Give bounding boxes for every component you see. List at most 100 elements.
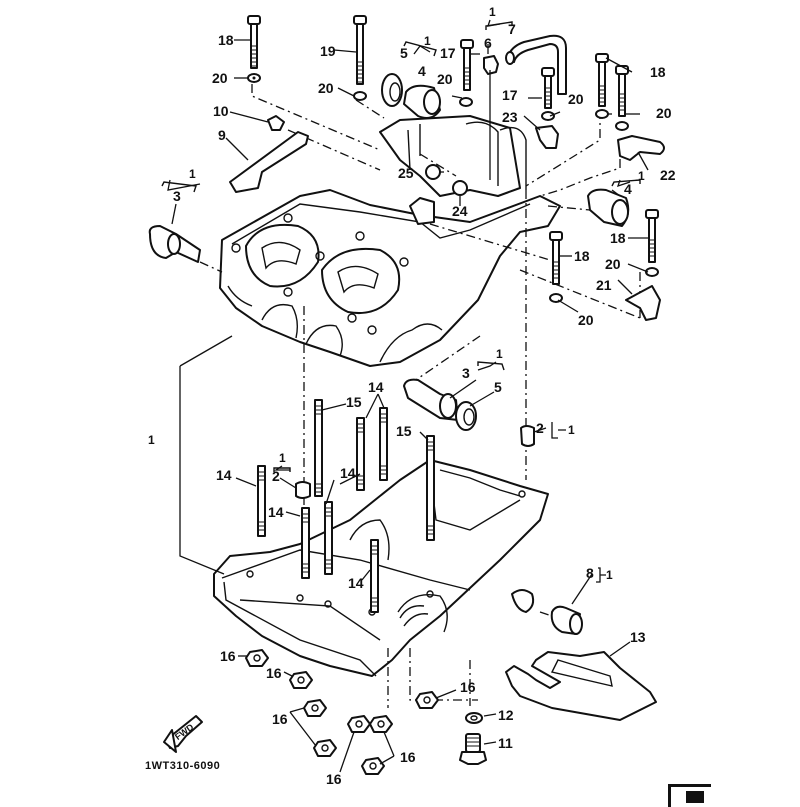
bolt-17-right xyxy=(541,67,555,109)
oring-25 xyxy=(425,164,441,180)
callout-12: 12 xyxy=(498,707,514,723)
callout-5: 5 xyxy=(400,45,408,61)
gasket-13 xyxy=(505,651,657,721)
callout-3: 3 xyxy=(462,365,470,381)
dowel-2-left xyxy=(295,481,311,499)
bearing-4-top xyxy=(403,84,441,119)
callout-10: 10 xyxy=(213,103,229,119)
washer-12 xyxy=(465,712,483,724)
callout-4: 4 xyxy=(624,181,632,197)
callout-18: 18 xyxy=(218,32,234,48)
upper-crankcase xyxy=(219,115,561,367)
callout-5: 5 xyxy=(494,379,502,395)
stud-14-d xyxy=(301,507,310,579)
washer-20-d xyxy=(541,111,555,121)
callout-1: 1 xyxy=(148,433,155,447)
callout-20: 20 xyxy=(568,91,584,107)
bearing-4-right xyxy=(587,188,630,227)
callout-18: 18 xyxy=(650,64,666,80)
callout-25: 25 xyxy=(398,165,414,181)
washer-20-b xyxy=(353,91,367,101)
callout-14: 14 xyxy=(340,465,356,481)
bearing-3-middle xyxy=(403,378,459,421)
washer-20-f xyxy=(615,121,629,131)
callout-1: 1 xyxy=(424,34,431,48)
callout-23: 23 xyxy=(502,109,518,125)
callout-leaders xyxy=(167,19,649,773)
callout-4: 4 xyxy=(418,63,426,79)
callout-15: 15 xyxy=(396,423,412,439)
clamp-23 xyxy=(535,125,559,149)
callout-20: 20 xyxy=(656,105,672,121)
stud-14-a xyxy=(257,465,266,537)
bolt-18-mid-right xyxy=(645,209,659,263)
stud-15-a xyxy=(314,399,323,497)
bolt-10 xyxy=(267,115,285,131)
bolt-18-mid xyxy=(549,231,563,285)
callout-8: 8 xyxy=(586,565,594,581)
callout-11: 11 xyxy=(498,735,513,751)
callout-1: 1 xyxy=(496,347,503,361)
bolt-18-top-right-b xyxy=(615,65,629,117)
page-corner-glyph xyxy=(686,791,704,803)
drain-plug-11 xyxy=(459,733,487,765)
washer-20-g xyxy=(645,267,659,277)
drawing-code: 1WT310-6090 xyxy=(145,760,220,772)
washer-20-top-left xyxy=(247,73,261,83)
callout-16: 16 xyxy=(272,711,288,727)
nut-16-d xyxy=(313,739,337,757)
grouping-brackets xyxy=(161,21,641,472)
page-corner-frame xyxy=(668,784,711,807)
callout-20: 20 xyxy=(318,80,334,96)
callout-21: 21 xyxy=(596,277,612,293)
callout-20: 20 xyxy=(437,71,453,87)
oring-24 xyxy=(452,180,468,196)
callout-7: 7 xyxy=(508,21,516,37)
fitting-6 xyxy=(483,55,499,75)
callout-19: 19 xyxy=(320,43,336,59)
stud-14-e xyxy=(324,501,333,575)
stud-14-c xyxy=(379,407,388,481)
nut-16-c xyxy=(303,699,327,717)
bracket-21 xyxy=(625,285,661,321)
callout-14: 14 xyxy=(348,575,364,591)
callout-1: 1 xyxy=(489,5,496,19)
bolt-17-top xyxy=(460,39,474,91)
callout-20: 20 xyxy=(212,70,228,86)
nut-16-b xyxy=(289,671,313,689)
callout-16: 16 xyxy=(326,771,342,787)
bracket-9 xyxy=(229,131,309,193)
bolt-19 xyxy=(353,15,367,85)
nut-16-e xyxy=(347,715,371,733)
callout-18: 18 xyxy=(610,230,626,246)
bolt-18-top-right-a xyxy=(595,53,609,107)
callout-16: 16 xyxy=(460,679,476,695)
forward-direction-arrow: FWD xyxy=(163,715,203,753)
seal-5-middle xyxy=(455,401,477,431)
nut-16-g xyxy=(361,757,385,775)
callout-16: 16 xyxy=(266,665,282,681)
callout-13: 13 xyxy=(630,629,646,645)
callout-22: 22 xyxy=(660,167,676,183)
callout-6: 6 xyxy=(484,35,492,51)
nut-16-h xyxy=(415,691,439,709)
bearing-3-left xyxy=(148,225,201,263)
bracket-22 xyxy=(617,135,665,161)
callout-17: 17 xyxy=(502,87,518,103)
callout-1: 1 xyxy=(279,451,286,465)
callout-1: 1 xyxy=(189,167,196,181)
callout-labels: 18 19 20 20 10 9 1 3 1 5 4 17 20 1 7 6 1… xyxy=(148,5,676,787)
stud-15-b xyxy=(426,435,435,541)
washer-20-c xyxy=(459,97,473,107)
washer-20-e xyxy=(595,109,609,119)
stud-14-b xyxy=(356,417,365,491)
stud-14-f xyxy=(370,539,379,613)
hose-7 xyxy=(505,34,567,95)
callout-3: 3 xyxy=(173,188,181,204)
callout-20: 20 xyxy=(578,312,594,328)
callout-1: 1 xyxy=(638,169,645,183)
callout-9: 9 xyxy=(218,127,226,143)
callout-2: 2 xyxy=(536,420,544,436)
callout-2: 2 xyxy=(272,468,280,484)
